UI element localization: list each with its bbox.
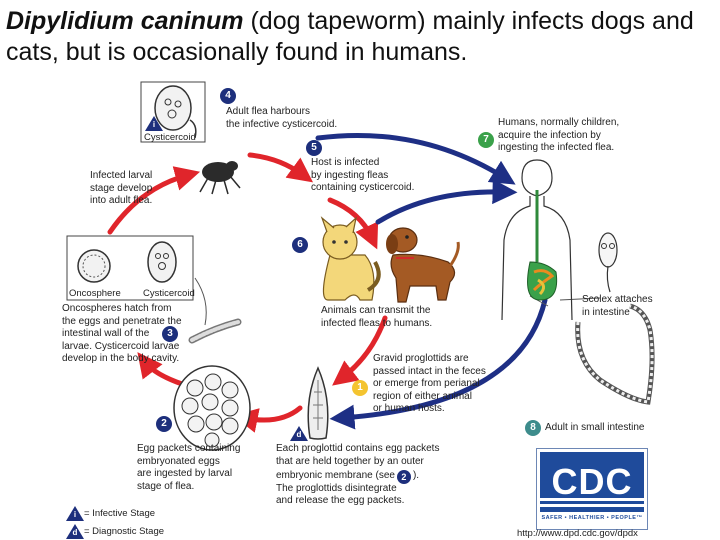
egg-packet-description: Each proglottid contains egg packets tha… (276, 443, 440, 506)
oncosphere-cysticercoid-box (66, 235, 194, 301)
cysticercoid-mid-caption: Cysticercoid (143, 288, 195, 299)
legend-diagnostic-label: = Diagnostic Stage (84, 526, 165, 537)
arrow-3-to-larva (107, 166, 201, 235)
step-7-text: Humans, normally children, acquire the i… (498, 117, 620, 153)
slide-title: Dipylidium caninum (dog tapeworm) mainly… (6, 6, 714, 68)
step-8-badge: 8 (525, 420, 541, 436)
arrow-d-to-2 (232, 405, 303, 433)
legend-diagnostic-marker: d (66, 524, 84, 539)
larval-stage-text: Infected larval stage develop into adult… (90, 170, 153, 206)
red-cycle-arrows (107, 152, 388, 433)
cysticercoid-box-top (140, 81, 206, 143)
flea-larva (188, 318, 242, 344)
title-rest: (dog tapeworm) mainly infects dogs and c… (6, 7, 694, 66)
oncosphere-caption: Oncosphere (69, 288, 121, 299)
source-url: http://www.dpd.cdc.gov/dpdx (517, 528, 638, 539)
step-1-badge: 1 (352, 380, 368, 396)
legend-infective-label: = Infective Stage (84, 508, 156, 519)
species-name: Dipylidium caninum (6, 7, 244, 35)
egg-packet (173, 365, 251, 451)
cdc-tagline: SAFER • HEALTHIER • PEOPLE™ (541, 515, 643, 521)
cysticercoid-top-caption: Cysticercoid (144, 132, 196, 143)
step-5-badge: 5 (306, 140, 322, 156)
legend-infective-marker: i (66, 506, 84, 521)
step-1-text: Gravid proglottids are passed intact in … (373, 353, 486, 414)
arrow-human-to-1 (329, 297, 548, 430)
step-2-text: Egg packets containing embryonated eggs … (137, 443, 241, 492)
step-6-text: Animals can transmit the infected fleas … (321, 305, 433, 329)
arrow-6-to-1 (332, 315, 388, 386)
scolex (598, 232, 618, 293)
arrow-4-to-5 (247, 152, 314, 183)
step-5-text: Host is infected by ingesting fleas cont… (311, 157, 415, 193)
cdc-logo: CDC SAFER • HEALTHIER • PEOPLE™ (536, 448, 648, 530)
step-2-badge: 2 (156, 416, 172, 432)
step-6-badge: 6 (292, 237, 308, 253)
arrow-flea-to-human (315, 132, 516, 185)
arrow-dog-to-human (375, 179, 518, 225)
step-8-text: Adult in small intestine (545, 422, 645, 433)
adult-flea (199, 161, 241, 195)
blue-cycle-arrows (315, 132, 548, 430)
arrow-2-to-3 (137, 352, 188, 388)
step-2-inline-badge: 2 (396, 470, 411, 484)
adult-tapeworm (575, 303, 655, 405)
step-3-badge: 3 (162, 326, 178, 342)
diagnostic-stage-marker: d (290, 426, 308, 441)
infective-stage-marker-top: i (145, 116, 163, 131)
step-4-badge: 4 (220, 88, 236, 104)
human-figure (501, 159, 573, 321)
dog (386, 227, 460, 303)
cdc-logo-text: CDC (551, 461, 633, 502)
step-4-text: Adult flea harbours the infective cystic… (226, 106, 338, 130)
scolex-text: Scolex attaches in intestine (582, 294, 653, 318)
arrow-5-to-6 (327, 197, 379, 250)
step-3-text: Oncospheres hatch from the eggs and pene… (62, 303, 182, 364)
cat (320, 216, 381, 301)
step-7-badge: 7 (478, 132, 494, 148)
gravid-proglottid (307, 366, 329, 440)
